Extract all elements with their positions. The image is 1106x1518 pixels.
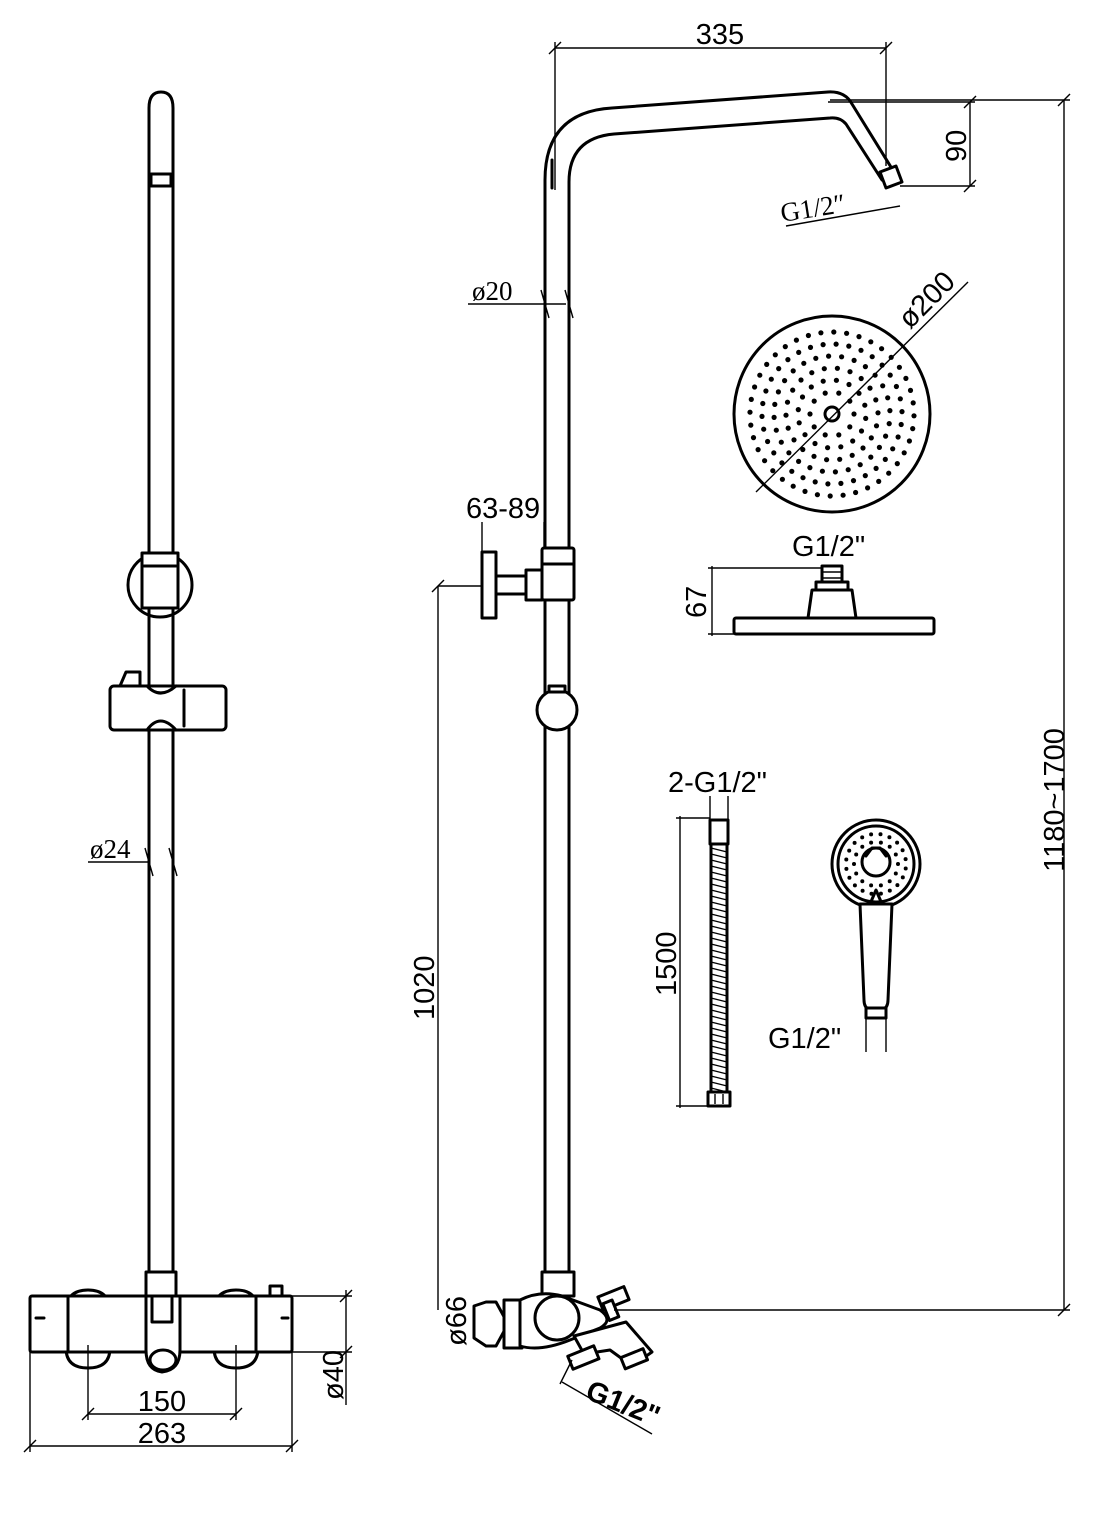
side-bracket-clamp bbox=[540, 546, 576, 602]
mixer-to-bracket-height-label: 1020 bbox=[409, 955, 441, 1020]
arm-reach-label: 335 bbox=[696, 19, 744, 51]
side-wall-flange bbox=[472, 1300, 510, 1348]
side-slide-holder bbox=[535, 688, 579, 732]
front-bracket-clamp bbox=[140, 551, 180, 610]
arm-outlet-nozzle bbox=[878, 164, 904, 190]
front-rod-top-ring bbox=[149, 172, 173, 188]
hand-shower-nozzles bbox=[844, 832, 908, 896]
front-slide-holder bbox=[108, 684, 228, 732]
hose-coils bbox=[710, 847, 728, 1093]
front-view: ø24 150 263 ø40 bbox=[23, 90, 353, 1453]
handshower-thread-label: G1/2" bbox=[768, 1023, 841, 1055]
side-view: 335 90 G1/2″ ø20 63-89 1020 ø66 G1/2" bbox=[409, 19, 1071, 1435]
mixer-width-label: 263 bbox=[138, 1418, 186, 1450]
hand-shower-handle bbox=[858, 902, 894, 1012]
head-diameter-label: ø200 bbox=[892, 266, 961, 335]
bracket-wall-distance-label: 63-89 bbox=[466, 493, 540, 525]
rain-head-nozzles bbox=[747, 329, 917, 499]
head-inlet-thread-label: G1/2" bbox=[792, 531, 865, 563]
hand-shower-view: G1/2" bbox=[768, 818, 922, 1055]
mixer-body-diameter-label: ø40 bbox=[318, 1350, 350, 1400]
hose-view: 2-G1/2" 1500 bbox=[651, 767, 767, 1108]
side-riser-and-arm bbox=[543, 90, 896, 1292]
wall-flange-diameter-label: ø66 bbox=[441, 1296, 473, 1346]
rain-head-views: ø200 G1/2" 67 bbox=[681, 266, 969, 636]
upper-pipe-diameter-label: ø20 bbox=[472, 276, 513, 306]
spout-thread-label: G1/2" bbox=[581, 1375, 664, 1433]
front-mixer-coupling-nut bbox=[144, 1270, 178, 1298]
head-height-label: 67 bbox=[681, 586, 713, 618]
spray-selector bbox=[860, 846, 892, 878]
arm-outlet-thread-label: G1/2″ bbox=[778, 188, 847, 228]
inlet-centres-label: 150 bbox=[138, 1386, 186, 1418]
hose-connections-label: 2-G1/2" bbox=[668, 767, 767, 799]
rain-head-top-view bbox=[732, 314, 932, 514]
hose-length-label: 1500 bbox=[651, 931, 683, 996]
front-riser-rod bbox=[147, 90, 175, 1292]
front-rod-diameter-label: ø24 bbox=[90, 834, 131, 864]
arm-drop-label: 90 bbox=[941, 130, 973, 162]
side-wall-plate bbox=[480, 550, 498, 620]
total-height-range-label: 1180~1700 bbox=[1039, 728, 1071, 872]
rain-head-side-view bbox=[732, 616, 936, 636]
